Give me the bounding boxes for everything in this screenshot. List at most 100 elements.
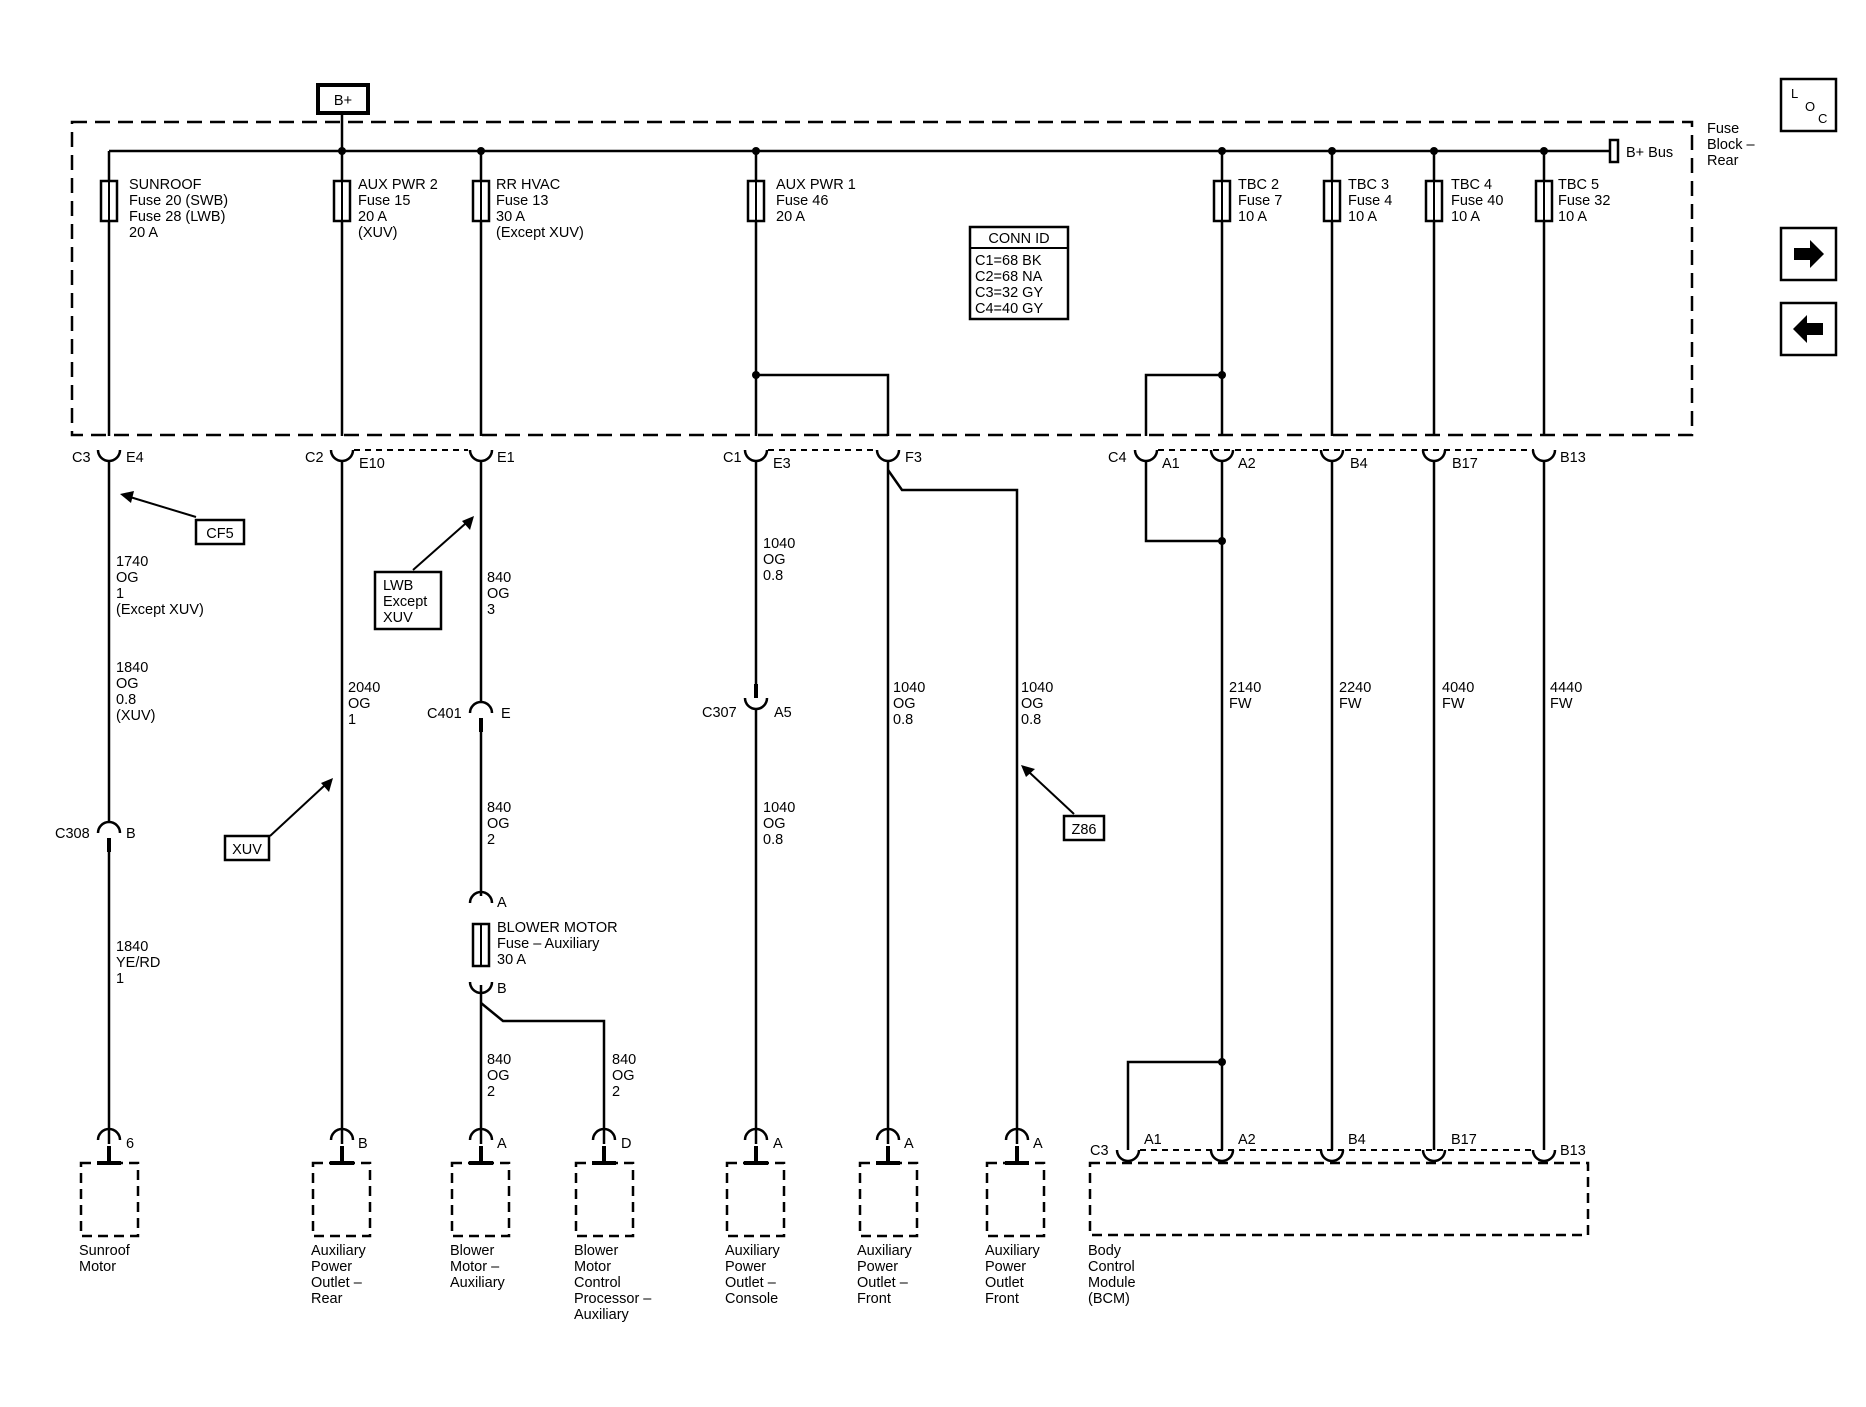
svg-text:AUX PWR 2: AUX PWR 2 [358, 177, 438, 193]
svg-text:Outlet –: Outlet – [857, 1275, 909, 1291]
svg-text:1040: 1040 [893, 680, 925, 696]
svg-text:10 A: 10 A [1238, 209, 1267, 225]
svg-text:1: 1 [116, 971, 124, 987]
svg-text:2: 2 [612, 1084, 620, 1100]
svg-text:(BCM): (BCM) [1088, 1291, 1130, 1307]
svg-text:Body: Body [1088, 1243, 1122, 1259]
connector-label: B13 [1560, 1143, 1586, 1159]
svg-text:Fuse 46: Fuse 46 [776, 193, 828, 209]
wire-label-2240: 2240 FW [1339, 680, 1371, 712]
svg-text:1840: 1840 [116, 660, 148, 676]
back-button[interactable] [1779, 301, 1838, 357]
wire-label-840-3: 840 OG 3 [487, 570, 511, 618]
svg-text:Power: Power [311, 1259, 352, 1275]
svg-text:Fuse 40: Fuse 40 [1451, 193, 1503, 209]
svg-text:10 A: 10 A [1348, 209, 1377, 225]
wire-label-2040: 2040 OG 1 [348, 680, 380, 728]
svg-text:FW: FW [1339, 696, 1362, 712]
svg-text:Motor –: Motor – [450, 1259, 500, 1275]
connector-label: E4 [126, 450, 144, 466]
svg-text:FW: FW [1550, 696, 1573, 712]
component-box-blower-processor [574, 1161, 635, 1238]
svg-text:Auxiliary: Auxiliary [450, 1275, 506, 1291]
svg-text:OG: OG [893, 696, 916, 712]
svg-text:Fuse 15: Fuse 15 [358, 193, 410, 209]
svg-text:20 A: 20 A [776, 209, 805, 225]
svg-text:Outlet: Outlet [985, 1275, 1024, 1291]
b-plus-bus-label: B+ Bus [1626, 145, 1673, 161]
svg-text:1740: 1740 [116, 554, 148, 570]
svg-text:OG: OG [487, 816, 510, 832]
svg-text:20 A: 20 A [358, 209, 387, 225]
wire-label-4440: 4440 FW [1550, 680, 1582, 712]
component-box-aux-outlet-front-2 [985, 1161, 1046, 1238]
wire-label-2140: 2140 FW [1229, 680, 1261, 712]
svg-text:840: 840 [487, 800, 511, 816]
svg-text:OG: OG [116, 570, 139, 586]
component-pin-label: A [904, 1136, 914, 1152]
arrow-left-icon [1793, 315, 1823, 343]
svg-text:Sunroof: Sunroof [79, 1243, 131, 1259]
arrow-right-icon [1794, 240, 1824, 268]
wire-label-1740: 1740 OG 1 (Except XUV) [116, 554, 204, 618]
connector-label: B13 [1560, 450, 1586, 466]
callout-xuv: XUV [223, 778, 333, 862]
svg-text:XUV: XUV [232, 842, 262, 858]
svg-text:1: 1 [348, 712, 356, 728]
component-label-aux-outlet-front-1: Auxiliary Power Outlet – Front [857, 1243, 913, 1307]
component-pin-label: A [497, 1136, 507, 1152]
svg-text:2140: 2140 [1229, 680, 1261, 696]
connector-label: C307 [702, 705, 737, 721]
svg-text:TBC 5: TBC 5 [1558, 177, 1599, 193]
svg-text:2: 2 [487, 832, 495, 848]
fuse-block-outline [70, 120, 1694, 437]
connector-label: E [501, 706, 511, 722]
svg-text:Module: Module [1088, 1275, 1136, 1291]
component-box-sunroof-motor [79, 1161, 140, 1238]
loc-button[interactable]: L O C [1779, 77, 1838, 133]
svg-text:Auxiliary: Auxiliary [574, 1307, 630, 1323]
svg-text:TBC 3: TBC 3 [1348, 177, 1389, 193]
svg-text:1: 1 [116, 586, 124, 602]
svg-text:Front: Front [857, 1291, 891, 1307]
component-label-sunroof-motor: Sunroof Motor [79, 1243, 131, 1275]
svg-text:0.8: 0.8 [763, 832, 783, 848]
svg-text:Outlet –: Outlet – [311, 1275, 363, 1291]
connector-label: C308 [55, 826, 90, 842]
svg-text:Fuse: Fuse [1707, 121, 1739, 137]
svg-text:Power: Power [985, 1259, 1026, 1275]
connector-label: E1 [497, 450, 515, 466]
svg-text:10 A: 10 A [1451, 209, 1480, 225]
svg-text:YE/RD: YE/RD [116, 955, 160, 971]
connector-label: A5 [774, 705, 792, 721]
svg-text:Auxiliary: Auxiliary [857, 1243, 913, 1259]
svg-text:1040: 1040 [763, 536, 795, 552]
svg-text:L: L [1791, 86, 1798, 101]
svg-text:Rear: Rear [311, 1291, 343, 1307]
fuse-label-tbc-3: TBC 3 Fuse 4 10 A [1348, 177, 1392, 225]
connector-label: B [497, 981, 507, 997]
svg-text:C1=68 BK: C1=68 BK [975, 253, 1042, 269]
svg-text:Blower: Blower [574, 1243, 618, 1259]
connector-label: A1 [1144, 1132, 1162, 1148]
fuse-label-rr-hvac: RR HVAC Fuse 13 30 A (Except XUV) [496, 177, 584, 241]
svg-text:2040: 2040 [348, 680, 380, 696]
svg-text:C4=40 GY: C4=40 GY [975, 301, 1043, 317]
wire-label-840-2c: 840 OG 2 [612, 1052, 636, 1100]
svg-text:Motor: Motor [79, 1259, 116, 1275]
b-plus-label: B+ [334, 93, 352, 109]
b-plus-box [316, 83, 370, 115]
svg-text:O: O [1805, 99, 1815, 114]
svg-text:Console: Console [725, 1291, 778, 1307]
svg-text:Auxiliary: Auxiliary [725, 1243, 781, 1259]
connector-label: E10 [359, 456, 385, 472]
svg-text:(Except XUV): (Except XUV) [496, 225, 584, 241]
svg-text:Power: Power [857, 1259, 898, 1275]
component-box-aux-outlet-console [725, 1161, 786, 1238]
forward-button[interactable] [1779, 226, 1838, 282]
svg-text:20 A: 20 A [129, 225, 158, 241]
svg-text:AUX PWR 1: AUX PWR 1 [776, 177, 856, 193]
svg-text:Block –: Block – [1707, 137, 1755, 153]
svg-text:OG: OG [763, 816, 786, 832]
connector-label: A2 [1238, 1132, 1256, 1148]
